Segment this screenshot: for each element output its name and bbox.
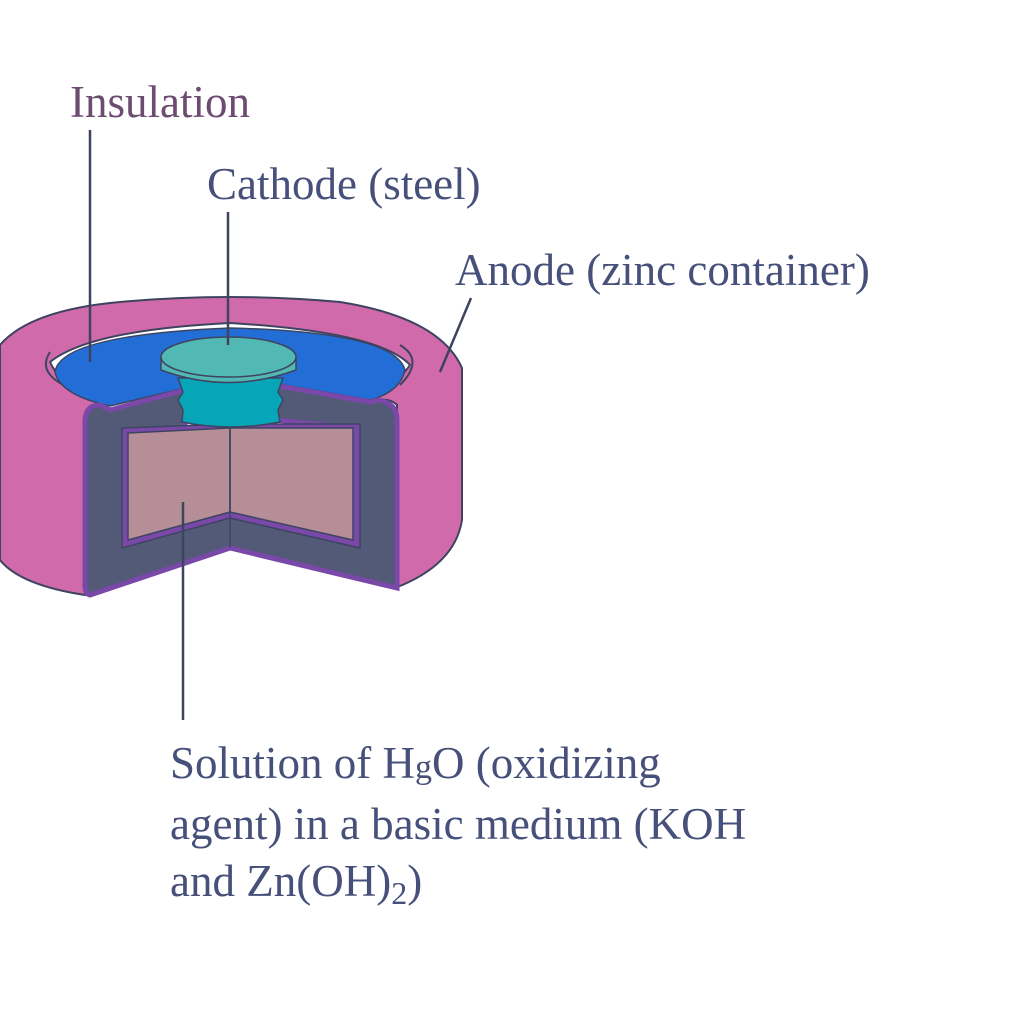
- subscript: 2: [391, 875, 408, 911]
- solution-text: ): [407, 856, 423, 906]
- anode-label: Anode (zinc container): [455, 245, 870, 295]
- solution-text: and Zn(OH): [170, 856, 392, 906]
- solution-text: g: [415, 749, 433, 786]
- solution-text: O (oxidizing: [432, 738, 661, 788]
- insulation-label: Insulation: [70, 77, 250, 127]
- cathode-label: Cathode (steel): [207, 159, 481, 209]
- anode-leader: [438, 297, 473, 373]
- solution-line-2: agent) in a basic medium (KOH: [170, 799, 747, 849]
- cathode-stem: [176, 377, 285, 428]
- zinc-container: [82, 381, 400, 598]
- solution-label: Solution of HgO (oxidizing agent) in a b…: [170, 735, 746, 922]
- insulation-rim: [399, 344, 414, 386]
- solution-line-1: Solution of HgO (oxidizing: [170, 735, 746, 796]
- solution-text: Solution of H: [170, 738, 416, 788]
- solution-line-3: and Zn(OH)2): [170, 853, 746, 922]
